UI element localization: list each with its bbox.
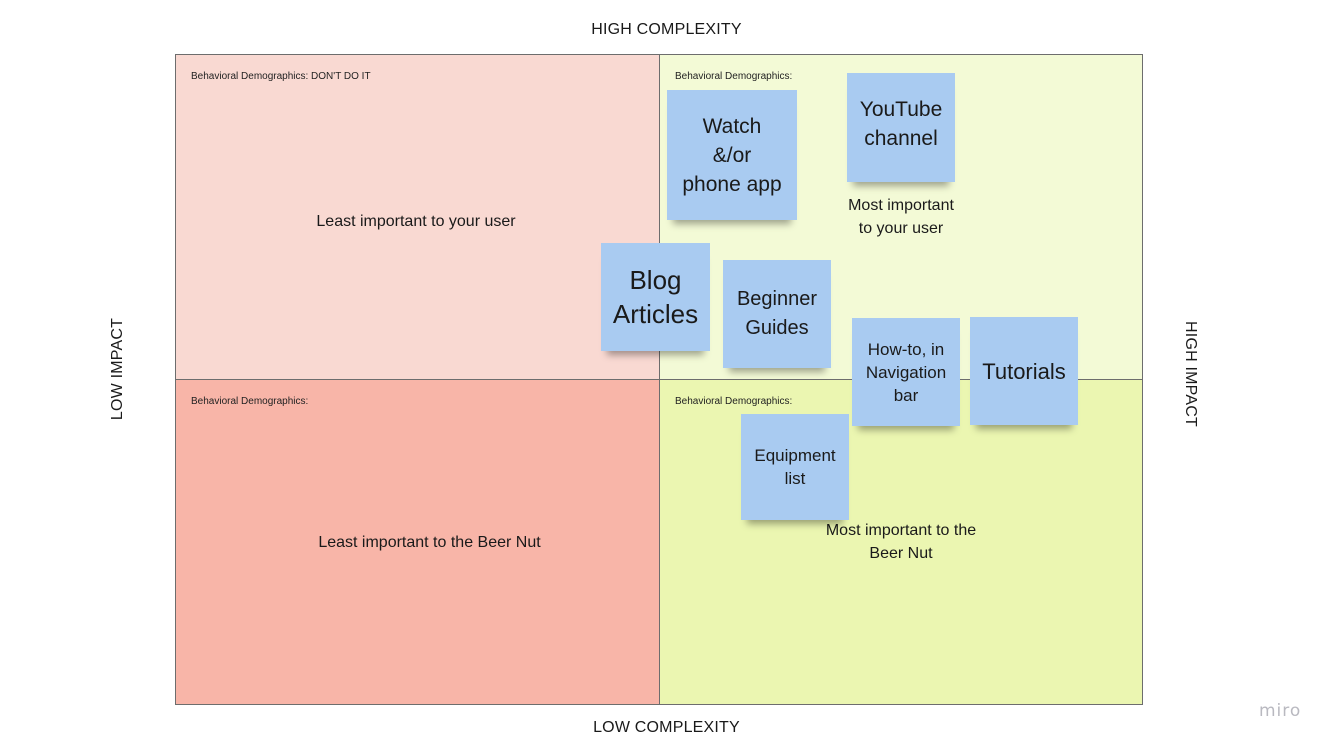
quadrant-caption[interactable]: Least important to the Beer Nut xyxy=(318,534,541,551)
sticky-note-beginner-guides[interactable]: Beginner Guides xyxy=(723,260,831,368)
sticky-note-watch-phone-app[interactable]: Watch &/or phone app xyxy=(667,90,797,220)
axis-label-high-complexity: HIGH COMPLEXITY xyxy=(591,21,742,38)
quadrant-tag[interactable]: Behavioral Demographics: xyxy=(675,71,793,82)
axis-label-high-impact: HIGH IMPACT xyxy=(1182,321,1199,427)
sticky-note-text: YouTube channel xyxy=(859,98,943,150)
quadrant-bottom-right[interactable]: Behavioral Demographics: Most important … xyxy=(660,380,1142,704)
sticky-note-equipment-list[interactable]: Equipment list xyxy=(741,414,849,520)
quadrant-tag[interactable]: Behavioral Demographics: xyxy=(191,396,309,407)
quadrant-caption[interactable]: Least important to your user xyxy=(316,213,516,230)
sticky-note-text: Beginner Guides xyxy=(736,288,818,339)
sticky-note-how-to-navigation[interactable]: How-to, in Navigation bar xyxy=(852,318,960,426)
axis-label-low-complexity: LOW COMPLEXITY xyxy=(593,719,740,736)
quadrant-top-left[interactable]: Behavioral Demographics: DON'T DO IT Lea… xyxy=(176,55,660,380)
sticky-note-blog-articles[interactable]: Blog Articles xyxy=(601,243,710,351)
quadrant-tag[interactable]: Behavioral Demographics: DON'T DO IT xyxy=(191,71,371,82)
sticky-note-youtube-channel[interactable]: YouTube channel xyxy=(847,73,955,182)
sticky-note-text: Tutorials xyxy=(982,358,1066,384)
sticky-note-text: Watch &/or phone app xyxy=(682,114,782,196)
axis-label-low-impact: LOW IMPACT xyxy=(109,317,126,421)
quadrant-caption[interactable]: Most important to your user xyxy=(848,197,954,237)
sticky-note-text: Equipment list xyxy=(754,446,836,488)
miro-logo: miro xyxy=(1259,701,1302,721)
quadrant-bottom-left[interactable]: Behavioral Demographics: Least important… xyxy=(176,380,660,704)
sticky-note-text: How-to, in Navigation bar xyxy=(865,339,947,405)
sticky-note-tutorials[interactable]: Tutorials xyxy=(970,317,1078,425)
quadrant-caption[interactable]: Most important to the Beer Nut xyxy=(825,522,977,562)
quadrant-tag[interactable]: Behavioral Demographics: xyxy=(675,396,793,407)
sticky-note-text: Blog Articles xyxy=(612,265,699,329)
